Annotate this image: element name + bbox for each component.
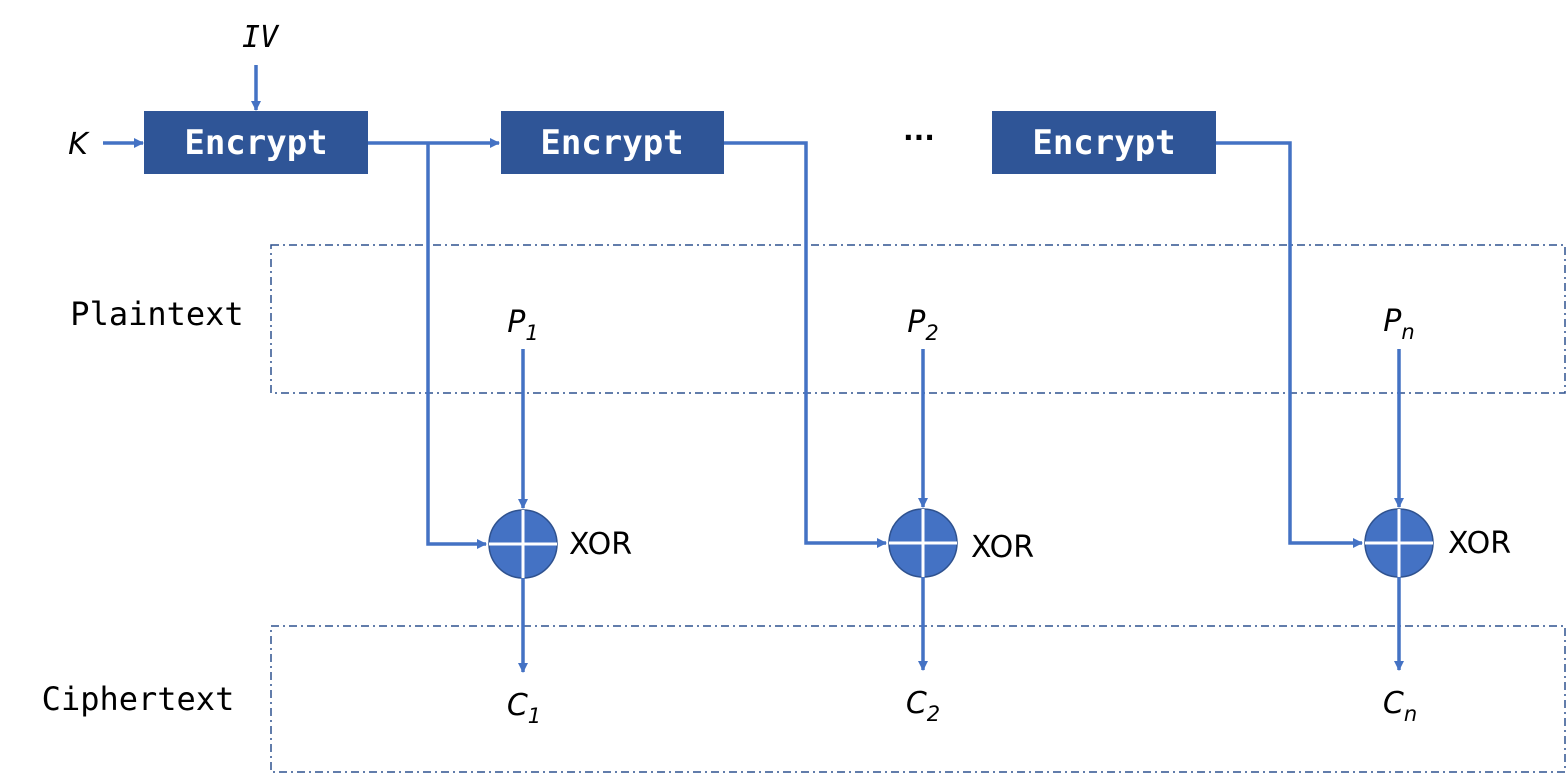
encrypt-block-2-label: Encrypt	[540, 123, 683, 163]
plaintext-block-n: Pn	[1383, 304, 1414, 344]
encrypt-block-3-box	[992, 111, 1216, 174]
keystream-wire-1	[426, 143, 487, 549]
xor-label-n: XOR	[1448, 526, 1511, 561]
iv-label: IV	[242, 20, 280, 55]
encrypt-block-2-box	[501, 111, 724, 174]
keystream-wire-n	[1216, 141, 1363, 548]
xor-icon	[888, 508, 958, 578]
ellipsis: ···	[903, 121, 935, 154]
ciphertext-block-1: C1	[507, 688, 541, 728]
plaintext-label: Plaintext	[70, 295, 243, 333]
xor-label-2: XOR	[971, 530, 1034, 565]
ciphertext-block-2: C2	[906, 686, 940, 726]
encrypt-block-3: Encrypt	[992, 111, 1216, 174]
encrypt-block-2: Encrypt	[501, 111, 724, 174]
key-label: K	[68, 127, 90, 162]
xor-label-1: XOR	[569, 527, 632, 562]
keystream-wire-2	[724, 141, 887, 548]
encrypt-block-1: Encrypt	[144, 111, 368, 174]
ciphertext-block-n: Cn	[1383, 686, 1417, 726]
xor-icon	[488, 509, 558, 579]
plaintext-region	[270, 244, 1566, 394]
encrypt-block-1-label: Encrypt	[184, 123, 327, 163]
xor-icon	[1364, 508, 1434, 578]
encrypt-block-3-label: Encrypt	[1032, 123, 1175, 163]
ciphertext-label: Ciphertext	[42, 680, 235, 718]
stage-2: P2 XOR C2	[888, 305, 1034, 726]
stage-n: Pn XOR Cn	[1364, 304, 1511, 726]
encrypt-block-1-box	[144, 111, 368, 174]
stage-1: P1 XOR C1	[488, 305, 632, 728]
plaintext-block-1: P1	[507, 305, 538, 345]
plaintext-block-2: P2	[907, 305, 938, 345]
